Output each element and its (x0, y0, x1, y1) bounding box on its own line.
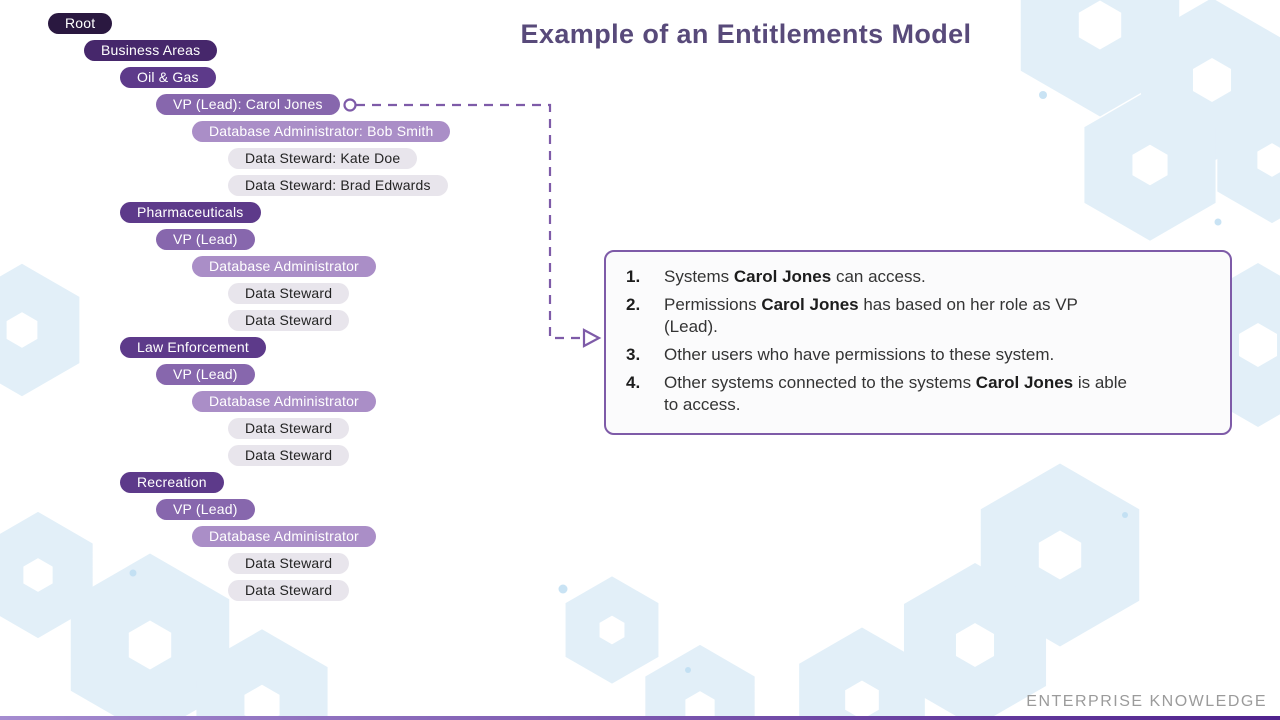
tree-row: Database Administrator: Bob Smith (48, 121, 451, 142)
tree-row: Data Steward (48, 310, 450, 331)
tree-row: Recreation (48, 472, 450, 493)
tree-node: Oil & Gas (120, 67, 216, 88)
callout-item: 2. Permissions Carol Jones has based on h… (626, 294, 1210, 338)
callout-item-text: Systems Carol Jones can access. (664, 267, 926, 286)
tree-row: Data Steward: Brad Edwards (48, 175, 450, 196)
tree-node: Database Administrator (192, 526, 376, 547)
tree-row: Database Administrator (48, 256, 450, 277)
tree-node: VP (Lead) (156, 229, 255, 250)
tree-row: Data Steward (48, 580, 450, 601)
tree-row: Database Administrator (48, 391, 450, 412)
tree-row: Data Steward (48, 283, 450, 304)
tree-row: Pharmaceuticals (48, 202, 450, 223)
tree-node: Business Areas (84, 40, 218, 61)
tree-node: Recreation (120, 472, 224, 493)
callout-item: 3. Other users who have permissions to th… (626, 344, 1210, 366)
callout-item-number: 1. (626, 267, 641, 286)
page-title: Example of an Entitlements Model (520, 19, 972, 49)
tree-node: Data Steward (228, 418, 350, 439)
tree-row: Data Steward (48, 553, 450, 574)
tree-node: VP (Lead): Carol Jones (156, 94, 340, 115)
tree-row: VP (Lead): Carol Jones (48, 94, 450, 115)
callout-item-number: 4. (626, 373, 641, 393)
callout-item: 4. Other systems connected to the systems… (626, 372, 1210, 416)
tree-node: Data Steward (228, 445, 350, 466)
callout-item-number: 3. (626, 345, 641, 365)
tree-node: Data Steward (228, 283, 350, 304)
callout-item-text: Other users who have permissions to thes… (664, 345, 1055, 365)
tree-node: Database Administrator (192, 391, 376, 412)
tree-row: Data Steward: Kate Doe (48, 148, 450, 169)
tree-node: Database Administrator (192, 256, 376, 277)
footer-accent-bar (0, 716, 1280, 720)
tree-node: Database Administrator: Bob Smith (192, 121, 451, 142)
tree-row: Law Enforcement (48, 337, 450, 358)
tree-row: VP (Lead) (48, 229, 450, 250)
callout-item-number: 2. (626, 295, 641, 315)
tree-node: VP (Lead) (156, 499, 255, 520)
tree-row: Data Steward (48, 445, 450, 466)
tree-node: Law Enforcement (120, 337, 266, 358)
callout-list: 1. Systems Carol Jones can access. 2. Permi… (626, 266, 1210, 417)
callout-item-text: Permissions Carol Jones has based on her… (664, 295, 1078, 337)
tree-node: Root (48, 13, 113, 34)
tree-node: Data Steward: Brad Edwards (228, 175, 448, 196)
callout-box: 1. Systems Carol Jones can access. 2. Permi… (604, 250, 1232, 435)
tree-node: Data Steward (228, 553, 350, 574)
tree-node: Data Steward: Kate Doe (228, 148, 418, 169)
tree-row: Database Administrator (48, 526, 450, 547)
tree-node: Pharmaceuticals (120, 202, 261, 223)
tree-row: Business Areas (48, 40, 450, 61)
tree-row: Root (48, 13, 450, 34)
tree-node: Data Steward (228, 310, 350, 331)
tree-row: VP (Lead) (48, 499, 450, 520)
tree-row: VP (Lead) (48, 364, 450, 385)
callout-item: 1. Systems Carol Jones can access. (626, 266, 1210, 288)
tree-node: Data Steward (228, 580, 350, 601)
tree-node: VP (Lead) (156, 364, 255, 385)
callout-item-text: Other systems connected to the systems C… (664, 373, 1127, 415)
tree-row: Oil & Gas (48, 67, 450, 88)
tree-row: Data Steward (48, 418, 450, 439)
brand-footer: ENTERPRISE KNOWLEDGE (1026, 693, 1267, 710)
